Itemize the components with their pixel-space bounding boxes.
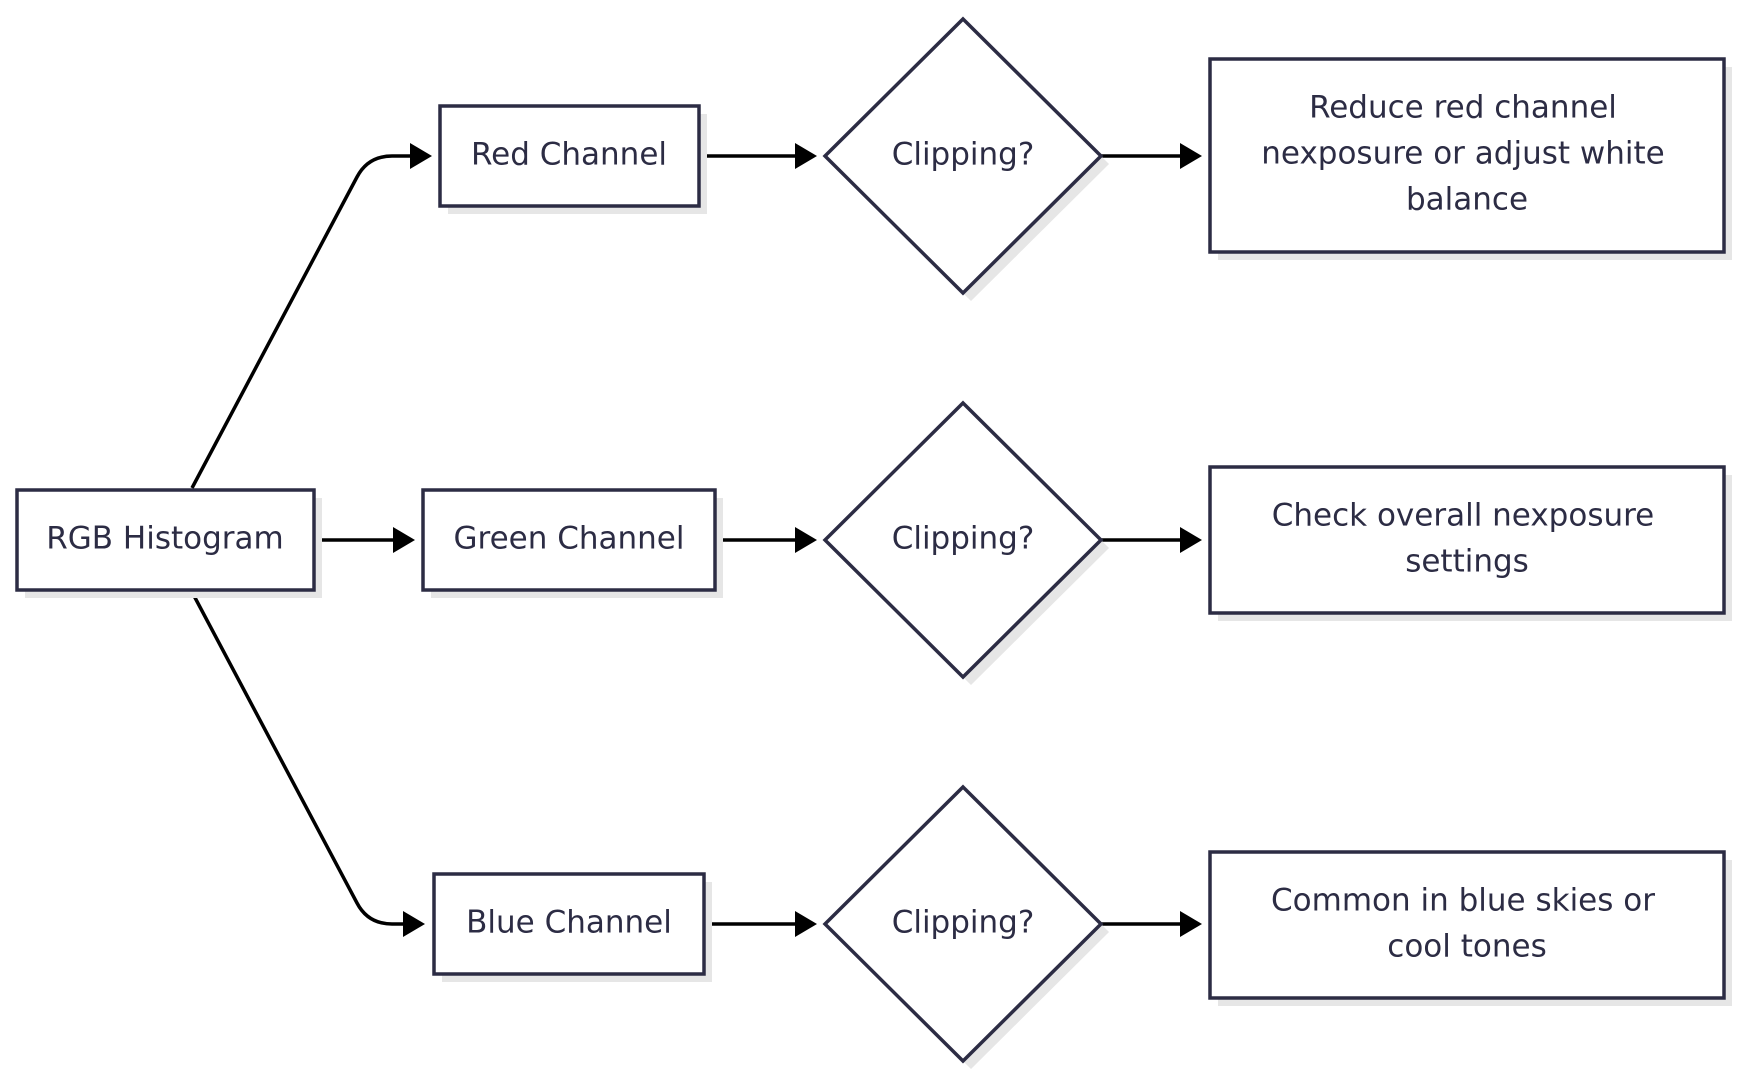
node-action-green-box — [1208, 465, 1726, 615]
edge-red-to-clip-arrowhead — [795, 143, 817, 169]
edge-green-to-clip-arrowhead — [795, 527, 817, 553]
node-green-channel: Green Channel — [421, 488, 723, 598]
node-rgb-histogram: RGB Histogram — [15, 488, 322, 598]
decision-clipping-blue: Clipping? — [822, 784, 1109, 1069]
node-action-red-line-2: nexposure or adjust white — [1261, 136, 1664, 172]
node-blue-channel-box — [432, 872, 706, 976]
decision-clipping-red-label: Clipping? — [892, 137, 1035, 173]
edge-root-to-red — [190, 154, 412, 489]
node-action-blue-line-2: cool tones — [1387, 929, 1546, 965]
node-green-channel-box — [421, 488, 717, 592]
node-red-channel-box — [438, 104, 701, 208]
node-action-red-line-3: balance — [1406, 182, 1528, 218]
node-action-red-box — [1208, 57, 1726, 254]
edge-clip-red-to-action-arrowhead — [1180, 143, 1202, 169]
decision-clipping-blue-label: Clipping? — [892, 905, 1035, 941]
node-rgb-histogram-label: RGB Histogram — [46, 521, 284, 557]
edge-root-to-blue-arrowhead — [403, 911, 425, 937]
decision-clipping-blue-diamond — [822, 784, 1104, 1064]
node-red-channel: Red Channel — [438, 104, 707, 214]
decision-clipping-red: Clipping? — [822, 16, 1109, 301]
edges — [190, 143, 1202, 937]
node-red-channel-label: Red Channel — [471, 137, 667, 173]
decision-clipping-green-diamond — [822, 400, 1104, 680]
edge-clip-green-to-action-arrowhead — [1180, 527, 1202, 553]
node-rgb-histogram-box — [15, 488, 316, 592]
edge-root-to-blue — [190, 591, 405, 926]
edge-root-to-red-arrowhead — [410, 143, 432, 169]
decision-clipping-green: Clipping? — [822, 400, 1109, 685]
decision-clipping-green-label: Clipping? — [892, 521, 1035, 557]
decision-clipping-red-diamond — [822, 16, 1104, 296]
node-action-blue: Common in blue skies or cool tones — [1208, 850, 1732, 1006]
node-action-green-line-2: settings — [1405, 544, 1529, 580]
edge-clip-blue-to-action-arrowhead — [1180, 911, 1202, 937]
node-green-channel-label: Green Channel — [453, 521, 684, 557]
node-action-blue-line-1: Common in blue skies or — [1271, 883, 1655, 919]
node-action-red: Reduce red channel nexposure or adjust w… — [1208, 57, 1732, 260]
edge-root-to-green-arrowhead — [393, 527, 415, 553]
node-blue-channel-label: Blue Channel — [466, 905, 672, 941]
node-action-blue-box — [1208, 850, 1726, 1000]
node-blue-channel: Blue Channel — [432, 872, 712, 982]
node-action-green: Check overall nexposure settings — [1208, 465, 1732, 621]
edge-blue-to-clip-arrowhead — [795, 911, 817, 937]
node-action-red-line-1: Reduce red channel — [1309, 90, 1617, 126]
node-action-green-line-1: Check overall nexposure — [1272, 498, 1655, 534]
